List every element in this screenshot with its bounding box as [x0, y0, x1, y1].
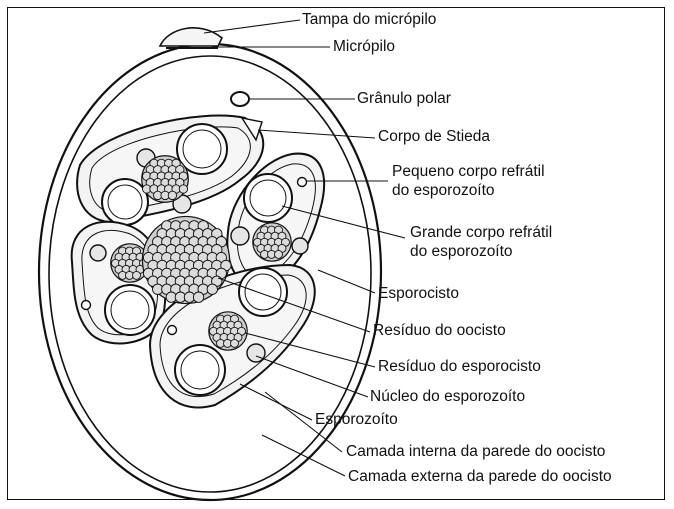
leader-sporozoite-nucleus [255, 355, 369, 398]
leader-sporozoite [239, 383, 313, 421]
sporocyst-a [76, 114, 265, 226]
leader-oocyst-residuum [217, 277, 371, 333]
label-sporozoite-nucleus: Núcleo do esporozoíto [370, 388, 526, 405]
leader-sporocyst [317, 269, 376, 294]
label-small-refractile-line1: Pequeno corpo refrátil [392, 163, 545, 180]
sporocyst-residuum-a [141, 155, 189, 203]
sporocyst-residuum-b [252, 222, 292, 262]
label-stieda-body: Corpo de Stieda [378, 128, 491, 145]
label-micropyle-cap: Tampa do micrópilo [302, 11, 437, 28]
oocyst-residuum [141, 215, 232, 305]
label-sporocyst-residuum: Resíduo do esporocisto [378, 358, 541, 375]
leader-outer-wall [261, 434, 346, 477]
inner-wall [48, 55, 372, 493]
leader-large-refractile [281, 205, 406, 239]
leader-micropyle-cap [203, 19, 301, 34]
label-polar-granule: Grânulo polar [357, 90, 451, 107]
polar-granule [230, 91, 250, 107]
label-inner-wall: Camada interna da parede do oocisto [346, 443, 606, 460]
leader-lines [203, 19, 406, 477]
sporocyst-residuum-c [110, 243, 150, 283]
label-large-refractile-line1: Grande corpo refrátil [410, 224, 553, 241]
label-sporozoite: Esporozoíto [315, 411, 398, 428]
leader-stieda-body [257, 129, 376, 139]
leader-inner-wall [264, 391, 343, 453]
label-large-refractile-line2: do esporozoíto [410, 243, 513, 260]
sporocyst-residuum-d [208, 311, 248, 351]
label-small-refractile-line2: do esporozoíto [392, 182, 495, 199]
micropyle-cap [158, 27, 224, 47]
label-oocyst-residuum: Resíduo do oocisto [373, 322, 506, 339]
label-outer-wall: Camada externa da parede do oocisto [348, 468, 612, 485]
label-sporocyst: Esporocisto [378, 285, 459, 302]
leader-sporocyst-residuum [244, 332, 376, 368]
label-micropyle: Micrópilo [333, 38, 396, 55]
